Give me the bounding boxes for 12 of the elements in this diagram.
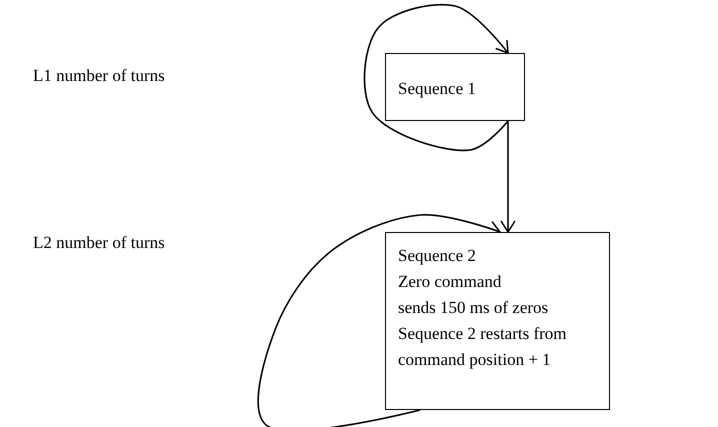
box-text: Zero command	[398, 271, 502, 293]
side-label: L1 number of turns	[33, 66, 165, 86]
loop-arrow	[257, 214, 501, 427]
box-text: Sequence 2 restarts from command position + 1	[398, 323, 568, 371]
process-box	[385, 53, 525, 121]
box-text: sends 150 ms of zeros	[398, 297, 550, 319]
process-box	[385, 232, 610, 410]
box-title: Sequence 2	[398, 245, 477, 267]
box-title: Sequence 1	[398, 78, 477, 100]
side-label: L2 number of turns	[33, 233, 165, 253]
arrow	[500, 121, 516, 233]
loop-arrow	[364, 4, 509, 152]
